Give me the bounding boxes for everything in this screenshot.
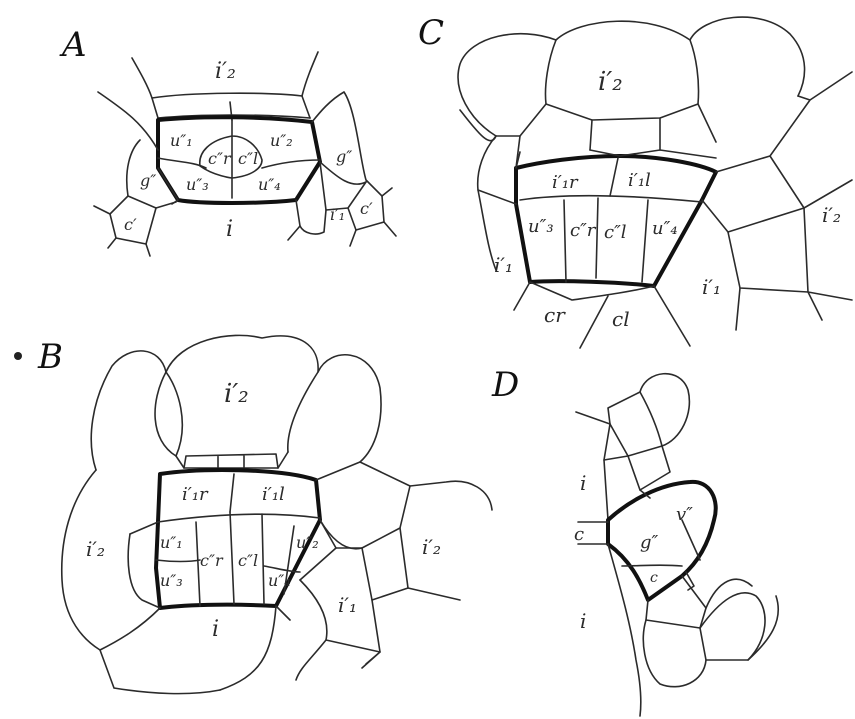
label-a-u1: u″₁ (170, 131, 193, 150)
label-d-v: v″ (676, 504, 693, 525)
label-a-u2: u″₂ (270, 131, 293, 150)
label-a-u3: u″₃ (186, 175, 209, 194)
panel-a: A i′₂ u″₁ u″₂ c″r c″l u″₃ u″₄ g″ g″ c′ (59, 25, 396, 256)
label-a-c-right: c′ (360, 199, 373, 218)
label-b-il: i′₁l (262, 484, 285, 505)
label-b-ir: i′₁r (182, 484, 209, 505)
bullet-dot (14, 352, 22, 360)
panel-d: D i v″ c g″ c i (491, 365, 778, 716)
panel-a-letter: A (59, 25, 87, 65)
label-d-i-top: i (580, 471, 586, 495)
label-a-c-left: c′ (124, 215, 137, 234)
label-b-top: i′₂ (224, 379, 249, 409)
panel-b-letter: B (37, 337, 63, 377)
panel-c: C i′₂ i′₁r i′₁l u″₃ c″r c″l u″₄ i (418, 13, 852, 348)
label-a-bottom: i (226, 217, 233, 242)
label-a-i-right: i′₁ (330, 205, 345, 224)
label-a-u4: u″₄ (258, 175, 281, 194)
label-b-u3: u″₃ (160, 571, 183, 590)
label-b-u4: u″₄ (268, 571, 291, 590)
panel-d-letter: D (491, 365, 519, 405)
label-a-cr: c″r (208, 149, 232, 168)
label-b-u1: u″₁ (160, 533, 183, 552)
label-d-g: g″ (640, 532, 659, 553)
label-c-u3: u″₃ (528, 216, 554, 237)
label-a-top: i′₂ (215, 59, 236, 84)
label-d-i-bottom: i (580, 609, 586, 633)
label-b-bottom: i (212, 617, 219, 642)
label-b-cr: c″r (200, 551, 224, 570)
label-c-far-right: i′₂ (822, 203, 841, 227)
label-a-g-right: g″ (336, 147, 352, 166)
label-c-cr: c″r (570, 220, 597, 241)
label-c-cl: c″l (604, 222, 627, 243)
label-b-right-low: i′₁ (338, 593, 357, 617)
label-d-small: c (650, 570, 658, 586)
label-d-c: c (574, 524, 584, 545)
label-c-ir: i′₁r (552, 172, 579, 193)
label-c-u4: u″₄ (652, 218, 678, 239)
label-c-bottom-r: cr (544, 303, 566, 327)
label-c-right: i′₁ (702, 275, 721, 299)
label-a-g-left: g″ (140, 171, 156, 190)
label-c-left: i′₁ (494, 253, 513, 277)
panel-b: B i′₂ i′₁r i′₁l u″₁ u″₂ c″r c″l (14, 335, 492, 693)
label-b-cl: c″l (238, 551, 258, 570)
label-b-u2: u″₂ (296, 533, 319, 552)
label-c-top: i′₂ (598, 67, 623, 97)
label-b-left: i′₂ (86, 537, 105, 561)
panel-c-letter: C (418, 13, 444, 53)
label-a-cl: c″l (238, 149, 258, 168)
label-c-bottom-l: cl (612, 307, 630, 331)
label-b-right: i′₂ (422, 535, 441, 559)
label-c-il: i′₁l (628, 170, 651, 191)
